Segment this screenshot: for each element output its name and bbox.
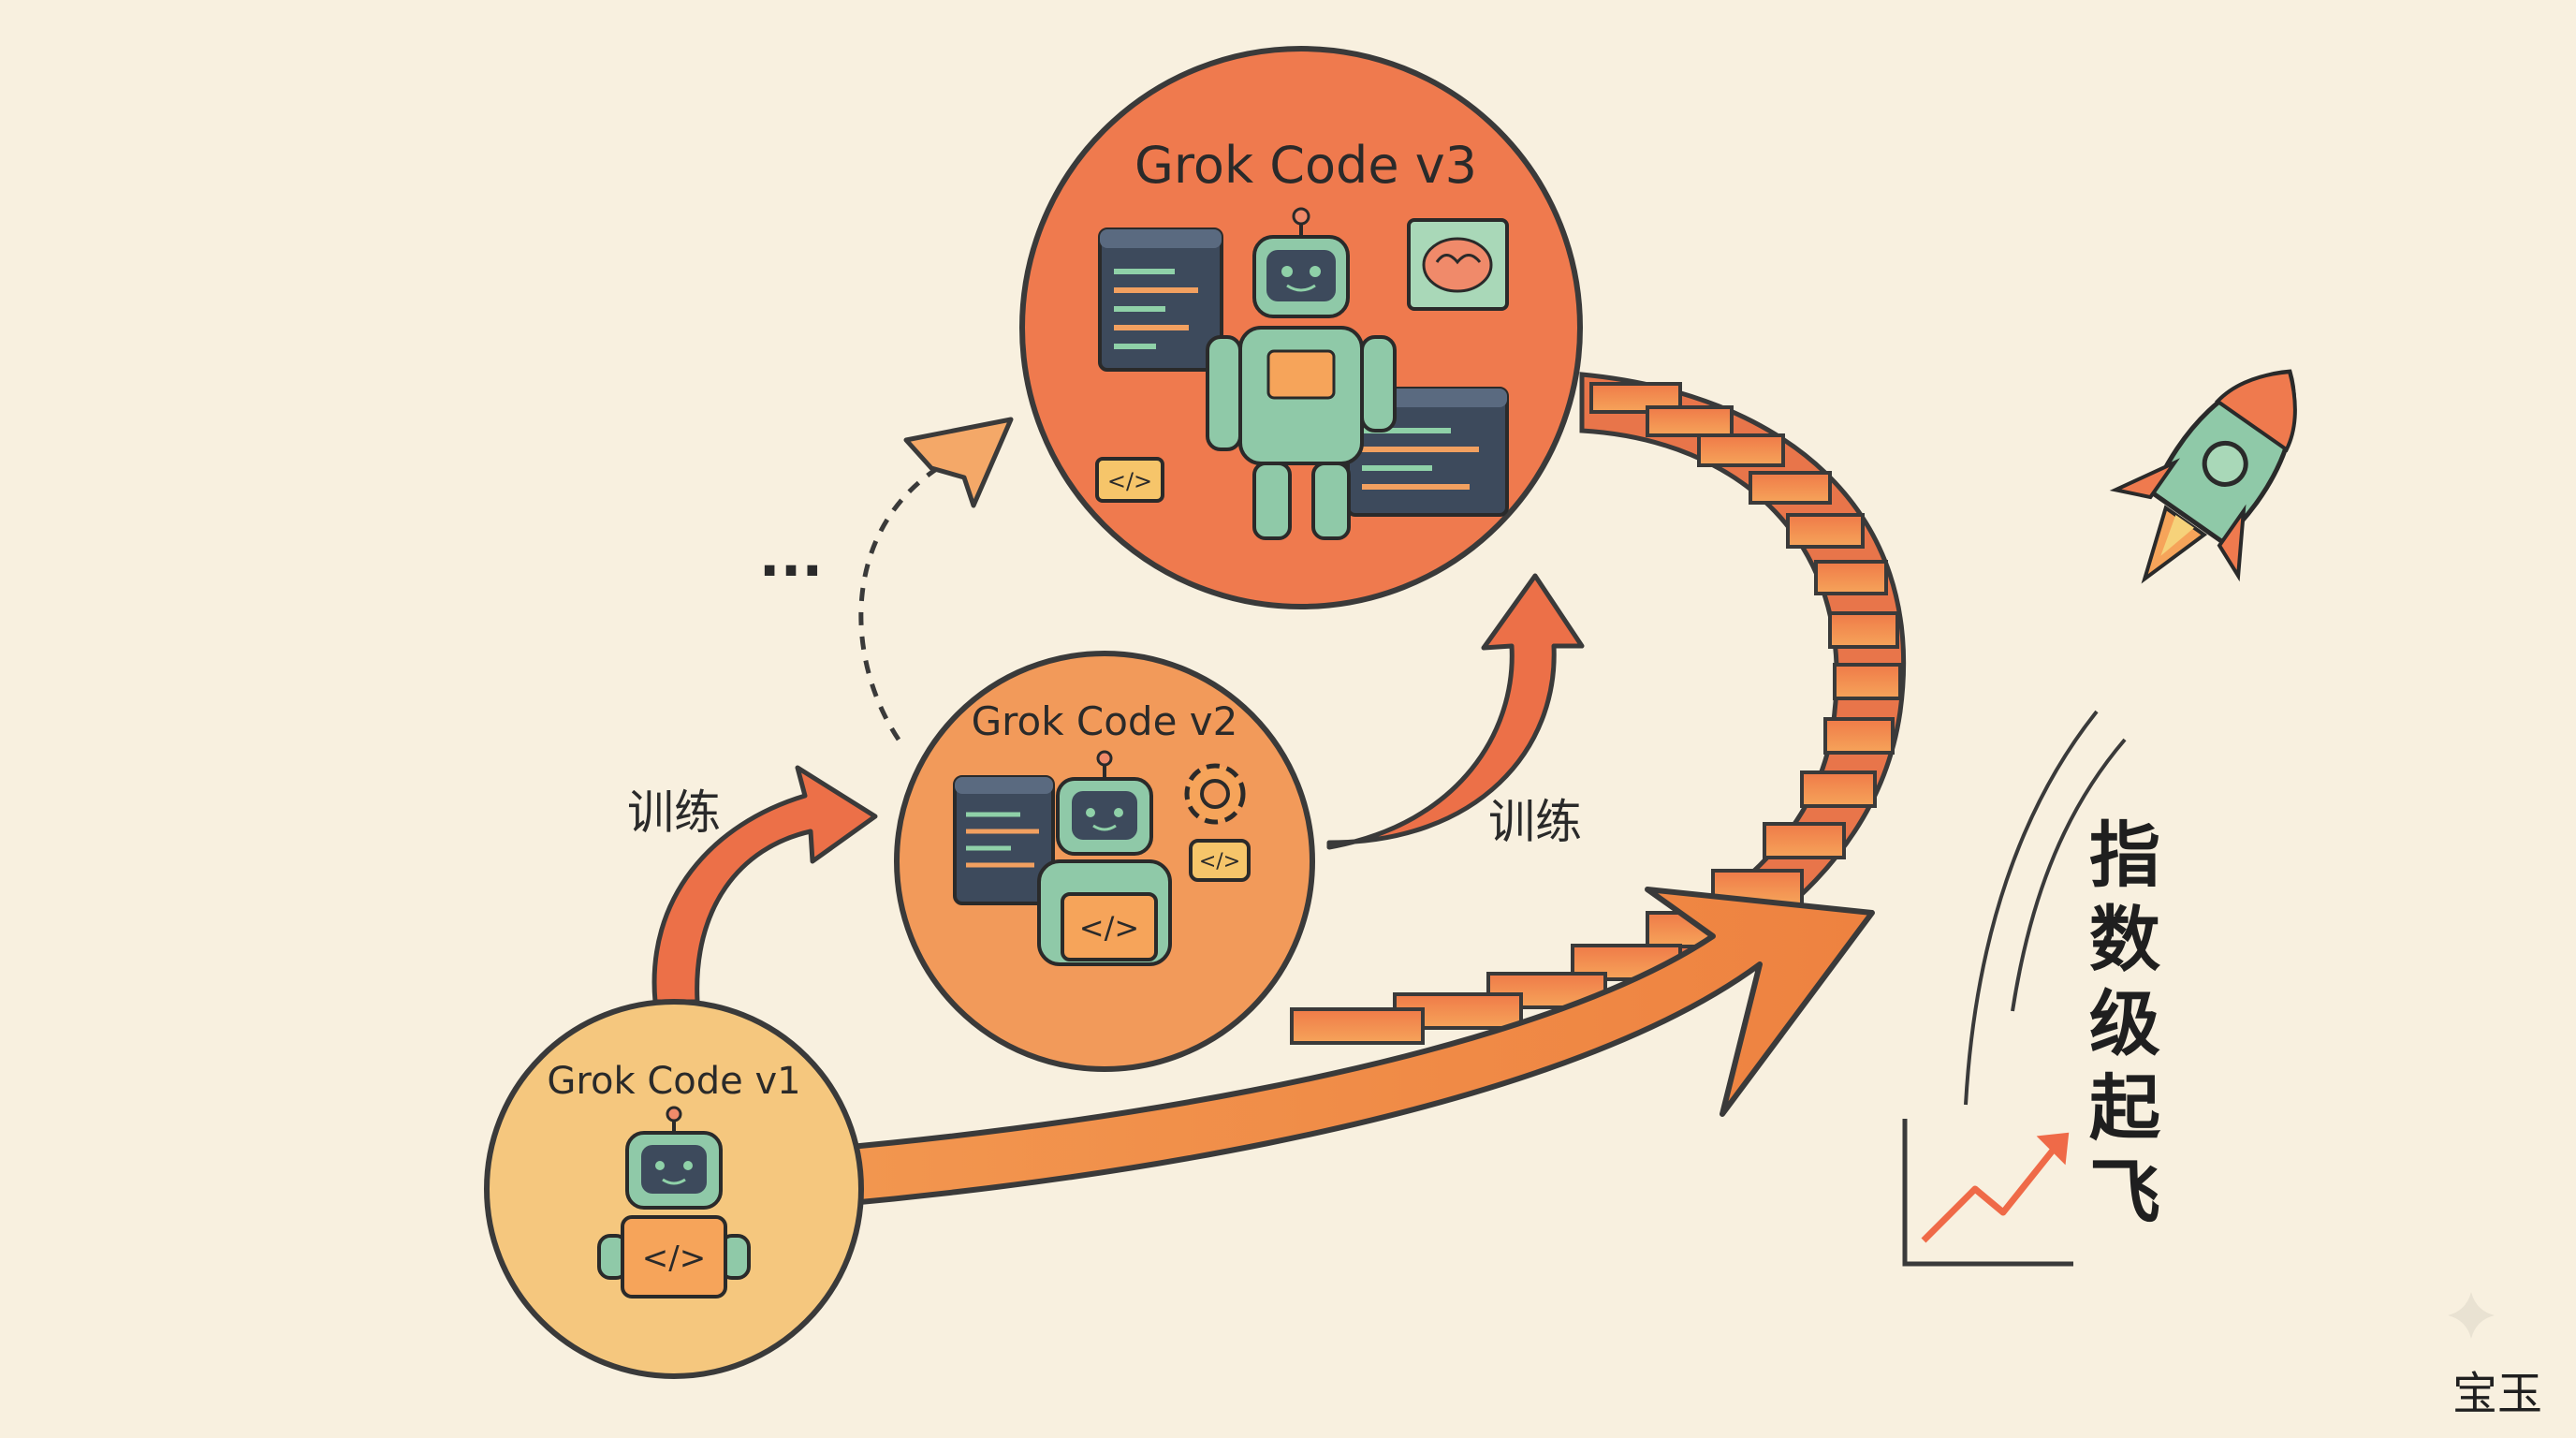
robot-icon	[1206, 207, 1397, 540]
stair-step	[1823, 717, 1895, 755]
stair-step	[1290, 1007, 1425, 1045]
node-v3: Grok Code v3 </>	[1019, 46, 1583, 609]
node-v2: Grok Code v2 </> </>	[894, 651, 1315, 1072]
svg-text:</>: </>	[1199, 850, 1240, 873]
code-window-icon	[953, 775, 1055, 905]
rocket-icon	[2109, 369, 2297, 584]
growth-chart-icon	[1902, 1119, 2073, 1267]
stair-step	[1646, 405, 1734, 437]
arrow-v2-to-v3	[1326, 573, 1585, 850]
caption-char: 数	[2089, 898, 2160, 981]
caption-char: 飞	[2089, 1151, 2160, 1234]
robot-icon: </>	[597, 1106, 751, 1299]
code-bubble-icon: </>	[1189, 839, 1251, 882]
robot-icon: </>	[1037, 750, 1172, 966]
brain-icon	[1407, 218, 1509, 311]
stair-step	[1763, 822, 1846, 859]
code-window-icon	[1098, 227, 1223, 372]
gear-icon	[1184, 763, 1246, 825]
stair-step	[1828, 611, 1899, 649]
edge-label-v2-v3: 训练	[1488, 795, 1582, 849]
node-v3-title: Grok Code v3	[1134, 136, 1477, 195]
dashed-arrow	[858, 417, 1014, 741]
svg-text:</>: </>	[642, 1240, 706, 1277]
watermark-text: 宝玉	[2452, 1368, 2542, 1420]
code-tag-icon: </>	[1095, 457, 1164, 503]
edge-label-v1-v2: 训练	[627, 785, 721, 840]
watermark: 宝玉	[2448, 1292, 2542, 1420]
stair-step	[1786, 513, 1865, 549]
stair-step	[1814, 560, 1888, 595]
spiral-staircase	[1290, 372, 1907, 1045]
arrow-v1-to-v2	[651, 765, 878, 1005]
caption-char: 级	[2089, 982, 2160, 1065]
stair-step	[1800, 770, 1877, 808]
node-v2-title: Grok Code v2	[972, 698, 1238, 744]
vertical-caption: 指 数 级 起 飞	[2089, 814, 2161, 1234]
caption-char: 指	[2089, 814, 2160, 897]
node-v1: Grok Code v1 </>	[484, 999, 864, 1379]
caption-char: 起	[2089, 1066, 2161, 1150]
stair-step	[1749, 471, 1832, 505]
svg-text:</>: </>	[1107, 468, 1152, 494]
svg-text:</>: </>	[1079, 910, 1139, 946]
sparkle-icon	[2448, 1292, 2495, 1339]
stair-step	[1833, 663, 1902, 700]
node-v1-title: Grok Code v1	[547, 1060, 800, 1103]
stair-step	[1697, 433, 1785, 467]
ellipsis: ...	[759, 524, 823, 590]
rocket-trail	[1964, 710, 2127, 1106]
